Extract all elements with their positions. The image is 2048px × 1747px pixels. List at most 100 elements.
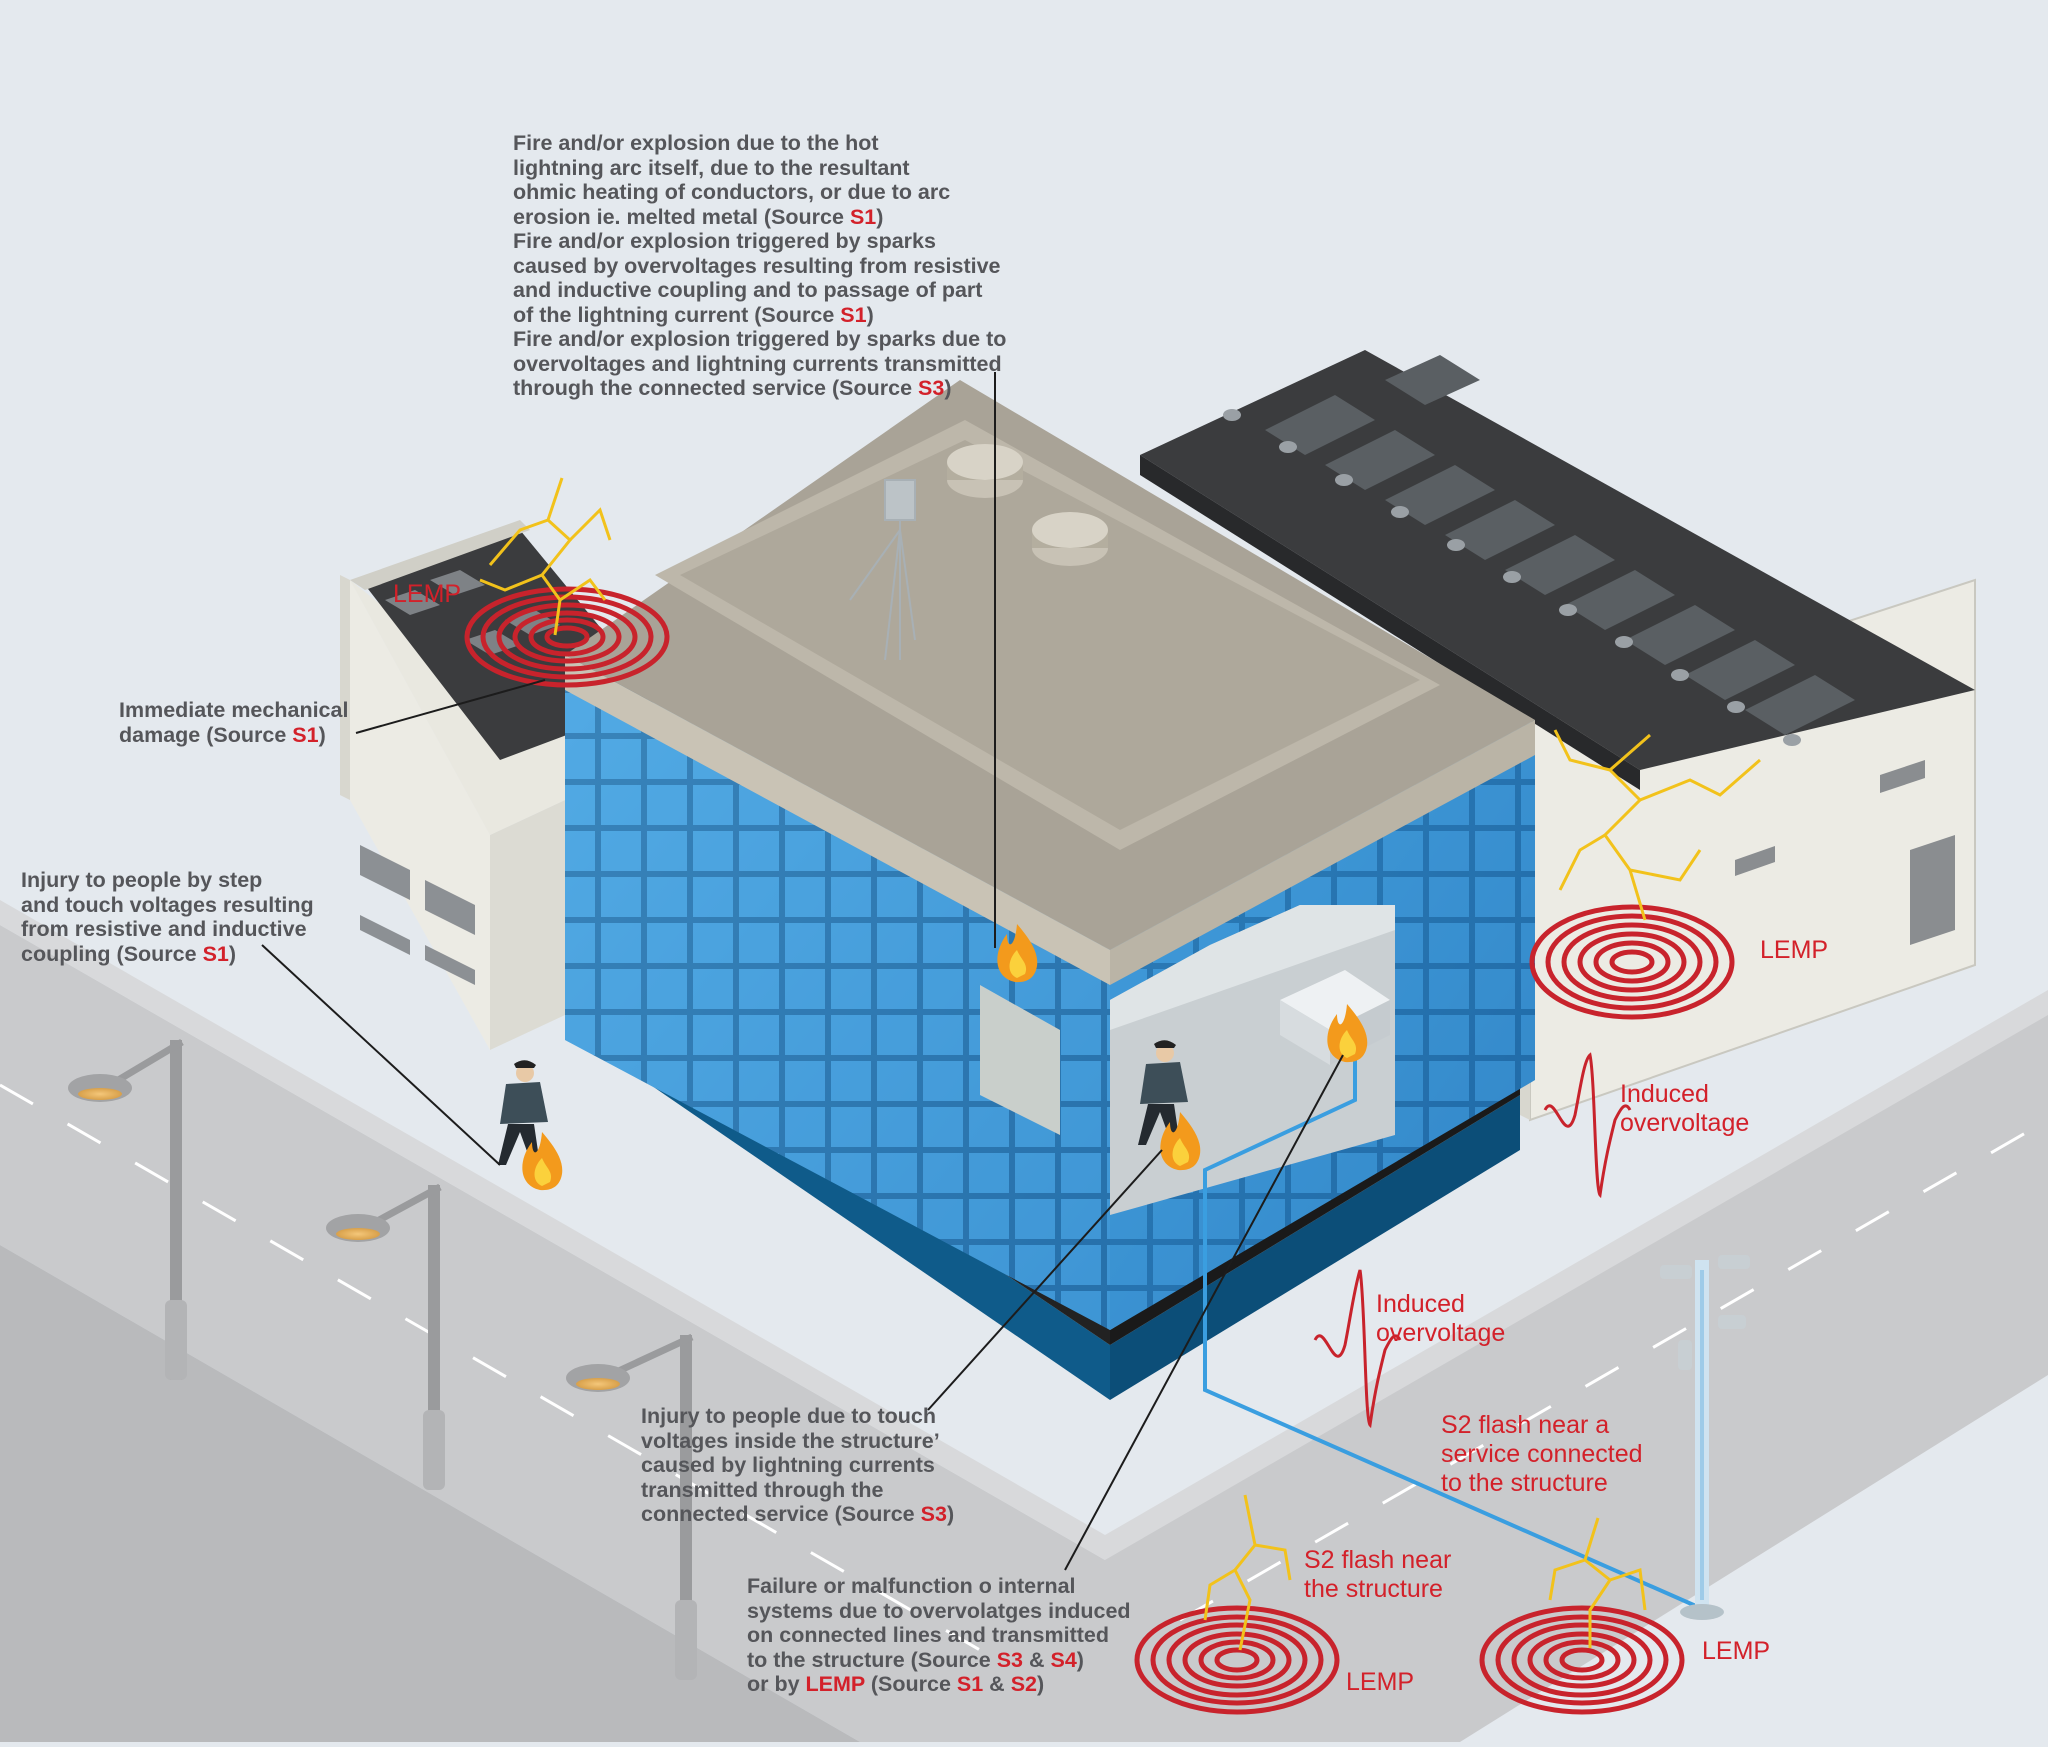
annotation-text: and touch voltages resulting [21, 892, 314, 917]
annotation-text: overvoltages and lightning currents tran… [513, 351, 1002, 376]
source-code: S1 [202, 941, 229, 966]
street-lamp [566, 1333, 697, 1680]
annotation-line: or by LEMP (Source S1 & S2) [747, 1672, 1131, 1697]
lemp-label: LEMP [1760, 936, 1829, 964]
annotation-text: erosion ie. melted metal (Source [513, 204, 850, 229]
annotation-text: or by [747, 1672, 806, 1696]
source-code: S2 [1010, 1672, 1037, 1696]
annotation-text: from resistive and inductive [21, 917, 307, 941]
annotation-line: of the lightning current (Source S1) [513, 303, 1006, 328]
annotation-text: ) [876, 204, 884, 229]
source-code: S1 [849, 204, 877, 229]
annotation-line: damage (Source S1) [119, 723, 348, 748]
annotation-text: & [1023, 1647, 1051, 1672]
annotation-text: Immediate mechanical [119, 698, 349, 722]
fire-icon [522, 1132, 563, 1191]
annotation-line: systems due to overvolatges induced [747, 1599, 1131, 1624]
annotation-line: on connected lines and transmitted [747, 1623, 1131, 1648]
annotation-text: of the lightning current (Source [513, 302, 841, 327]
annotation-text: ) [944, 376, 952, 400]
annotation-line: through the connected service (Source S3… [513, 376, 1006, 401]
source-code: S3 [996, 1647, 1023, 1672]
annotation-line: voltages inside the structure’ [641, 1429, 954, 1454]
annotation-text: lightning arc itself, due to the resulta… [513, 155, 910, 180]
annotation-line: Injury to people due to touch [641, 1404, 954, 1429]
annotation-text: damage (Source [119, 722, 293, 747]
induced-overvoltage-label: Induced overvoltage [1376, 1290, 1505, 1348]
source-code: S1 [956, 1672, 984, 1696]
annotation-line: and inductive coupling and to passage of… [513, 278, 1006, 303]
annotation-text: voltages inside the structure’ [641, 1428, 940, 1453]
annotation-line: ohmic heating of conductors, or due to a… [513, 180, 1006, 205]
source-code: S4 [1050, 1647, 1077, 1672]
annotation-text: Fire and/or explosion triggered by spark… [513, 327, 1007, 351]
label-line: overvoltage [1620, 1109, 1750, 1137]
label-line: to the structure [1441, 1469, 1608, 1497]
source-code: S3 [918, 376, 945, 400]
annotation-line: overvoltages and lightning currents tran… [513, 352, 1006, 377]
camera-pole [1660, 1255, 1750, 1620]
label-line: overvoltage [1376, 1319, 1506, 1347]
lightning-bolt-icon [479, 477, 612, 636]
overvoltage-wave-icon [1543, 1052, 1632, 1199]
annotation-line: and touch voltages resulting [21, 893, 314, 918]
annotation-text: caused by overvoltages resulting from re… [513, 253, 1001, 278]
annotation-line: Fire and/or explosion due to the hot [513, 131, 1006, 156]
label-line: S2 flash near a [1441, 1411, 1610, 1439]
source-code: S1 [292, 722, 319, 747]
fire-icon [997, 924, 1038, 983]
annotation-text: and inductive coupling and to passage of… [513, 278, 983, 302]
label-line: S2 flash near [1304, 1546, 1452, 1574]
annotation-text: Fire and/or explosion triggered by spark… [513, 229, 936, 253]
lightning-bolt-icon [1553, 729, 1761, 921]
annotation-text: systems due to overvolatges induced [747, 1598, 1131, 1623]
label-line: Induced [1376, 1290, 1465, 1318]
annotation-line: erosion ie. melted metal (Source S1) [513, 205, 1006, 230]
source-code: S3 [920, 1502, 947, 1526]
label-line: Induced [1620, 1080, 1709, 1108]
annotation-text: ) [1076, 1647, 1084, 1672]
lightning-bolt-icon [1548, 1517, 1647, 1648]
annotation-text: caused by lightning currents [641, 1453, 935, 1477]
annotation-line: Failure or malfunction o internal [747, 1574, 1131, 1599]
s2-service-flash-label: S2 flash near a service connected to the… [1441, 1411, 1643, 1498]
annotation-line: coupling (Source S1) [21, 942, 314, 967]
lightning-bolt-icon [1203, 1494, 1292, 1651]
fire-icon [1327, 1004, 1368, 1063]
service-cable [1203, 1060, 1706, 1612]
annotation-line: caused by overvoltages resulting from re… [513, 254, 1006, 279]
person-icon [1138, 1040, 1188, 1145]
lemp-label: LEMP [1702, 1637, 1771, 1665]
lemp-rings-icon [1479, 1605, 1685, 1715]
annotation-line: lightning arc itself, due to the resulta… [513, 156, 1006, 181]
lemp-label: LEMP [1346, 1668, 1415, 1696]
annotation-text: & [983, 1672, 1011, 1696]
annotation-text: coupling (Source [21, 941, 203, 966]
annotation-text: connected service (Source [641, 1502, 921, 1526]
annotation-text: Injury to people due to touch [641, 1404, 937, 1428]
annotation-line: caused by lightning currents [641, 1453, 954, 1478]
lemp-label: LEMP [393, 580, 462, 608]
annotation-text: Failure or malfunction o internal [747, 1574, 1076, 1598]
annotation-text: Injury to people by step [21, 868, 263, 892]
s2-structure-flash-label: S2 flash near the structure [1304, 1546, 1451, 1604]
annotation-text: ) [866, 302, 874, 327]
leader-lines [261, 372, 1344, 1571]
road-left [0, 900, 1105, 1742]
street-lamp [326, 1183, 445, 1490]
annotation-text: ) [946, 1502, 955, 1526]
annotation-line: connected service (Source S3) [641, 1502, 954, 1527]
annotation-text: ) [228, 941, 237, 966]
label-line: the structure [1304, 1575, 1443, 1603]
fire-icon [1160, 1112, 1201, 1171]
annotation-line: Fire and/or explosion triggered by spark… [513, 229, 1006, 254]
annotation-text: on connected lines and transmitted [747, 1623, 1109, 1647]
lemp-rings-icon [1529, 904, 1735, 1020]
street-lamp [68, 1038, 187, 1380]
